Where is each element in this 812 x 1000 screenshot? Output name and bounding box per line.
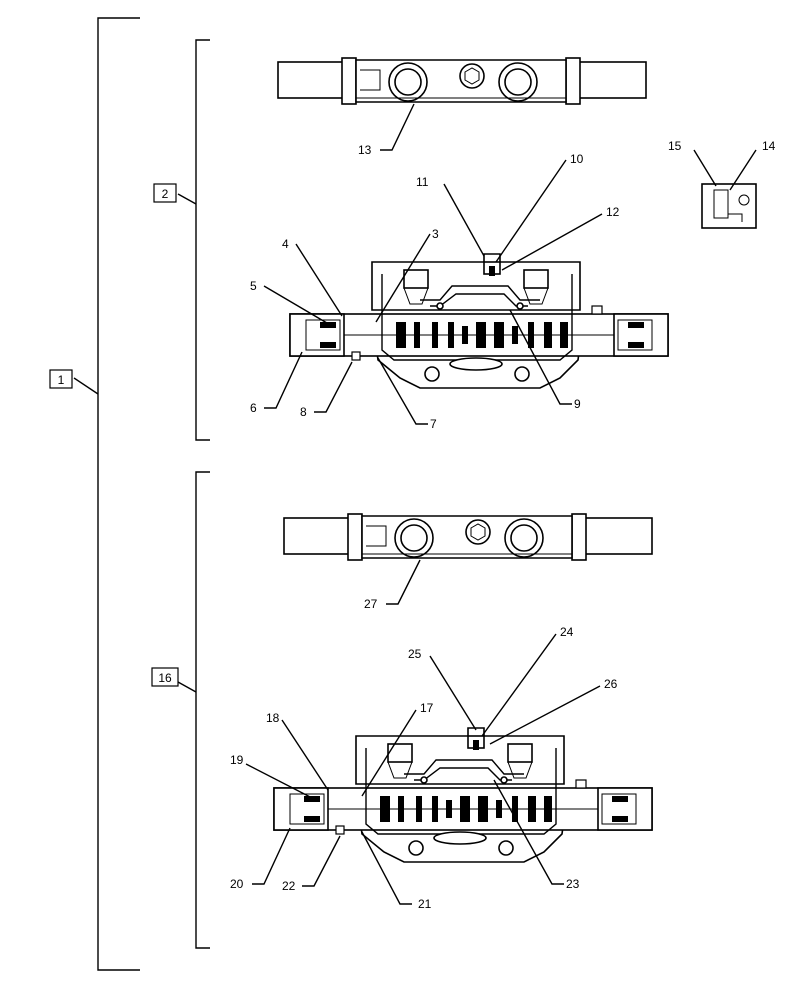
callout-9: 9: [574, 397, 581, 411]
callout-26: 26: [604, 677, 618, 691]
callout-19: 19: [230, 753, 244, 767]
callout-13: 13: [358, 143, 372, 157]
callout-22: 22: [282, 879, 296, 893]
callout-15: 15: [668, 139, 682, 153]
callout-17: 17: [420, 701, 434, 715]
callout-12: 12: [606, 205, 620, 219]
callout-8: 8: [300, 405, 307, 419]
valve-top-view-upper: [277, 57, 647, 105]
callout-14: 14: [762, 139, 776, 153]
callout-11: 11: [416, 175, 429, 189]
callout-18: 18: [266, 711, 280, 725]
callout-4: 4: [282, 237, 289, 251]
callout-6: 6: [250, 401, 257, 415]
callout-2: 2: [162, 187, 169, 201]
callout-5: 5: [250, 279, 257, 293]
callout-box-1: [49, 369, 73, 389]
callout-10: 10: [570, 152, 584, 166]
callout-27: 27: [364, 597, 378, 611]
callout-25: 25: [408, 647, 422, 661]
valve-section-view-upper: [289, 253, 669, 389]
callout-24: 24: [560, 625, 574, 639]
valve-top-view-lower: [283, 513, 653, 561]
callout-7: 7: [430, 417, 437, 431]
seal-part: [701, 183, 757, 229]
callout-20: 20: [230, 877, 244, 891]
callout-21: 21: [418, 897, 432, 911]
callout-16: 16: [158, 671, 172, 685]
callout-3: 3: [432, 227, 439, 241]
callout-1: 1: [58, 373, 65, 387]
callout-box-16: [151, 667, 179, 687]
callout-23: 23: [566, 877, 580, 891]
valve-section-view-lower: [273, 727, 653, 863]
callout-box-2: [153, 183, 177, 203]
